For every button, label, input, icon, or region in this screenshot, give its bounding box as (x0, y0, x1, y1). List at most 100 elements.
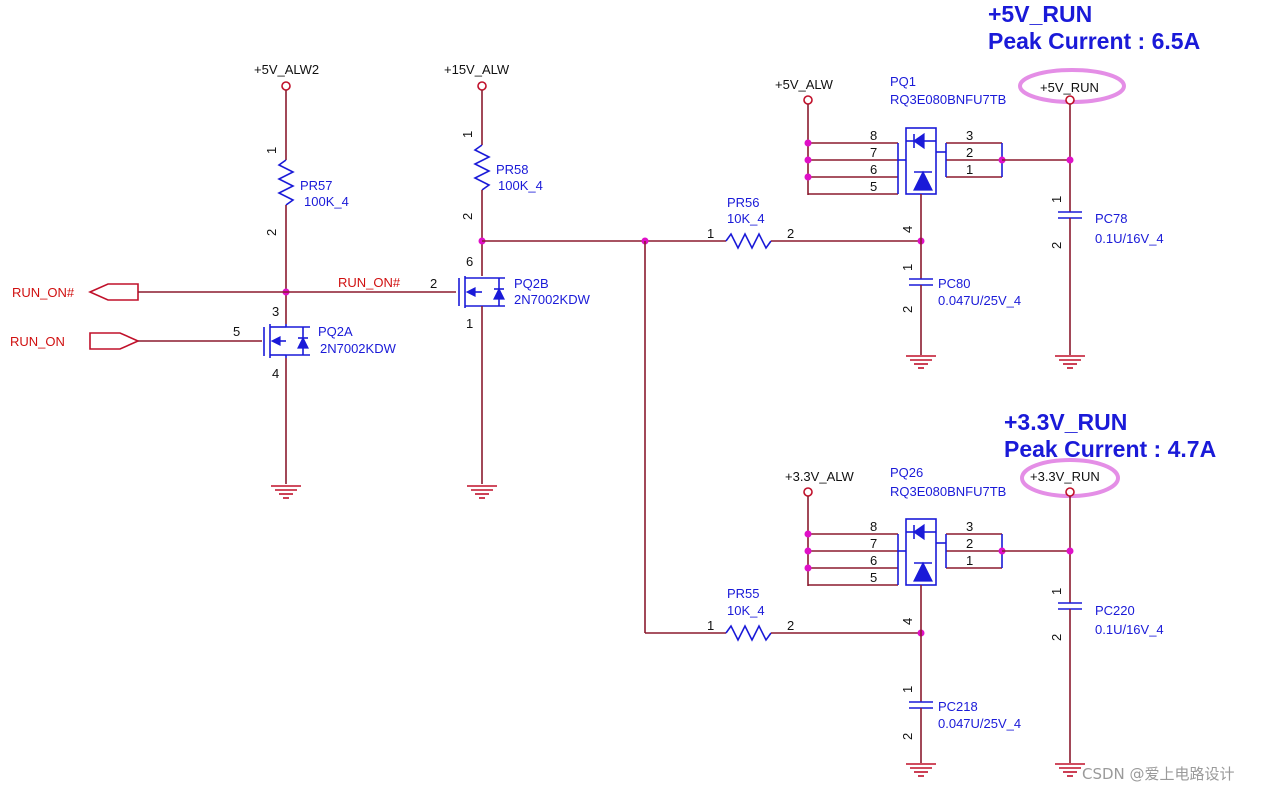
pc218-ref: PC218 (938, 699, 978, 714)
junction-dot (804, 173, 812, 181)
pq26-pin4: 4 (900, 618, 915, 625)
connector-run-on: RUN_ON 5 (10, 324, 262, 350)
ground-symbol (467, 485, 497, 499)
pq1-pin5: 5 (870, 179, 877, 194)
pq26-pin7: 7 (870, 536, 877, 551)
pr55-pin1: 1 (707, 618, 714, 633)
pq2a-value: 2N7002KDW (320, 341, 397, 356)
pq2a-pin3: 3 (272, 304, 279, 319)
pc218-pin1: 1 (900, 686, 915, 693)
pr58-value: 100K_4 (498, 178, 543, 193)
callout-bottom-rail: +3.3V_RUN (1004, 409, 1127, 435)
ground-symbol (906, 355, 936, 369)
junction-dot (804, 139, 812, 147)
junction-dot (804, 564, 812, 572)
pq2b-pin1: 1 (466, 316, 473, 331)
pc220-ref: PC220 (1095, 603, 1135, 618)
rail-15v-alw: +15V_ALW (444, 62, 510, 145)
pq26-pin1: 1 (966, 553, 973, 568)
rail-5v-run-label: +5V_RUN (1040, 80, 1099, 95)
pr58-pin2: 2 (460, 213, 475, 220)
junction-dot (804, 530, 812, 538)
rail-5v-alw2-terminal (281, 81, 291, 91)
ground-symbol (271, 485, 301, 499)
pr55-ref: PR55 (727, 586, 760, 601)
pr58-pin1: 1 (460, 131, 475, 138)
pc78-pin1: 1 (1049, 196, 1064, 203)
pq2a-pin4: 4 (272, 366, 279, 381)
run-on-label: RUN_ON (10, 334, 65, 349)
pq1-pin6: 6 (870, 162, 877, 177)
capacitor-pc78: 1 2 PC78 0.1U/16V_4 (1049, 196, 1164, 355)
ground-symbol (1055, 355, 1085, 369)
rail-33v-run-label: +3.3V_RUN (1030, 469, 1100, 484)
pq2b-pin6: 6 (466, 254, 473, 269)
resistor-pr55: 1 2 PR55 10K_4 (707, 586, 921, 642)
rail-15v-alw-label: +15V_ALW (444, 62, 510, 77)
pq26-pin8: 8 (870, 519, 877, 534)
pr56-pin1: 1 (707, 226, 714, 241)
pc80-pin1: 1 (900, 264, 915, 271)
mosfet-pq26: PQ26 RQ3E080BNFU7TB 8 7 6 5 3 2 1 4 (808, 465, 1006, 633)
resistor-pr57: 1 2 PR57 100K_4 (264, 147, 349, 324)
pq2b-ref: PQ2B (514, 276, 549, 291)
pq2a-pin5: 5 (233, 324, 240, 339)
pq1-pin4: 4 (900, 226, 915, 233)
junction-dot (804, 547, 812, 555)
capacitor-pc220: 1 2 PC220 0.1U/16V_4 (1049, 588, 1164, 763)
pq26-pin5: 5 (870, 570, 877, 585)
pr56-value: 10K_4 (727, 211, 765, 226)
junction-dot (1066, 547, 1074, 555)
rail-5v-alw2-label: +5V_ALW2 (254, 62, 319, 77)
pc78-pin2: 2 (1049, 242, 1064, 249)
junction-dot (1066, 156, 1074, 164)
pq26-pin3: 3 (966, 519, 973, 534)
rail-33v-alw-label: +3.3V_ALW (785, 469, 855, 484)
pq26-pin6: 6 (870, 553, 877, 568)
pq1-pin2: 2 (966, 145, 973, 160)
pq1-value: RQ3E080BNFU7TB (890, 92, 1006, 107)
pq1-pin1: 1 (966, 162, 973, 177)
mosfet-pq2a: 3 4 PQ2A 2N7002KDW (263, 304, 397, 381)
rail-5v-run-terminal (1065, 95, 1075, 105)
rail-5v-alw2: +5V_ALW2 (254, 62, 319, 160)
resistor-pr58: 1 2 PR58 100K_4 (460, 131, 543, 276)
pr55-pin2: 2 (787, 618, 794, 633)
pq2a-ref: PQ2A (318, 324, 353, 339)
watermark: CSDN @爱上电路设计 (1082, 765, 1235, 783)
capacitor-pc80: 1 2 PC80 0.047U/25V_4 (900, 241, 1021, 355)
pq1-ref: PQ1 (890, 74, 916, 89)
pc220-pin2: 2 (1049, 634, 1064, 641)
pr56-ref: PR56 (727, 195, 760, 210)
pq26-ref: PQ26 (890, 465, 923, 480)
pr57-pin1: 1 (264, 147, 279, 154)
net-run-on-n-label: RUN_ON# (338, 275, 401, 290)
pc218-value: 0.047U/25V_4 (938, 716, 1021, 731)
pq26-value: RQ3E080BNFU7TB (890, 484, 1006, 499)
pc78-value: 0.1U/16V_4 (1095, 231, 1164, 246)
pr56-pin2: 2 (787, 226, 794, 241)
pr57-pin2: 2 (264, 229, 279, 236)
mosfet-pq2b: 6 1 PQ2B 2N7002KDW (458, 254, 591, 331)
pc80-pin2: 2 (900, 306, 915, 313)
ground-symbol (1055, 763, 1085, 777)
pq1-pin8: 8 (870, 128, 877, 143)
callout-top-current: Peak Current : 6.5A (988, 28, 1200, 54)
rail-5v-alw-terminal (803, 95, 813, 105)
mosfet-pq1: PQ1 RQ3E080BNFU7TB 8 7 6 5 3 2 1 4 (808, 74, 1006, 241)
pq1-pin3: 3 (966, 128, 973, 143)
rail-5v-run: +5V_RUN (1002, 68, 1126, 212)
pq26-pin2: 2 (966, 536, 973, 551)
capacitor-pc218: 1 2 PC218 0.047U/25V_4 (900, 633, 1021, 763)
rail-33v-run-terminal (1065, 487, 1075, 497)
pr57-value: 100K_4 (304, 194, 349, 209)
junction-dot (804, 156, 812, 164)
rail-5v-alw-label: +5V_ALW (775, 77, 834, 92)
pc220-value: 0.1U/16V_4 (1095, 622, 1164, 637)
pc220-pin1: 1 (1049, 588, 1064, 595)
ground-symbol (906, 763, 936, 777)
callout-bottom-current: Peak Current : 4.7A (1004, 436, 1216, 462)
rail-33v-run: +3.3V_RUN (1002, 458, 1120, 603)
pq2b-pin2: 2 (430, 276, 437, 291)
